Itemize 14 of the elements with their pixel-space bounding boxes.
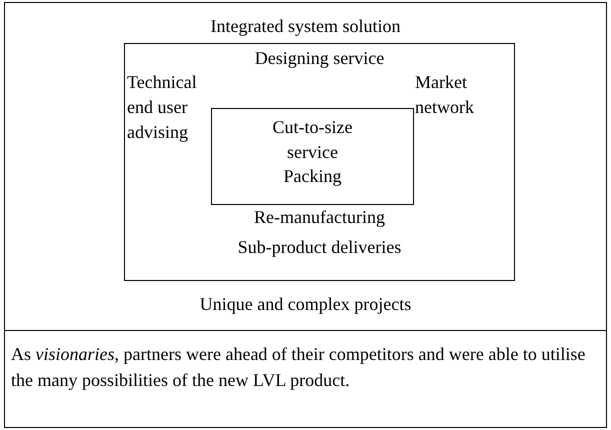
box-text: Unique and complex projects bbox=[198, 293, 412, 315]
box-text: Re-manufacturing bbox=[253, 206, 386, 228]
box-text: Cut-to-size service bbox=[272, 116, 354, 164]
box-text: Sub-product deliveries bbox=[236, 236, 402, 258]
frame-box bbox=[4, 330, 607, 428]
box-text: Designing service bbox=[254, 47, 386, 69]
frame-box bbox=[124, 43, 515, 281]
box-text: Packing bbox=[282, 165, 342, 187]
box-text: As visionaries, partners were ahead of their competitors and were able to utilise the many possibilities of the new LVL product. bbox=[11, 343, 586, 392]
box-text: Integrated system solution bbox=[210, 15, 402, 37]
box-text: Technical end user advising bbox=[127, 71, 198, 144]
frame-box bbox=[211, 108, 414, 205]
box-text: Market network bbox=[415, 71, 475, 119]
frame-box bbox=[4, 2, 607, 331]
